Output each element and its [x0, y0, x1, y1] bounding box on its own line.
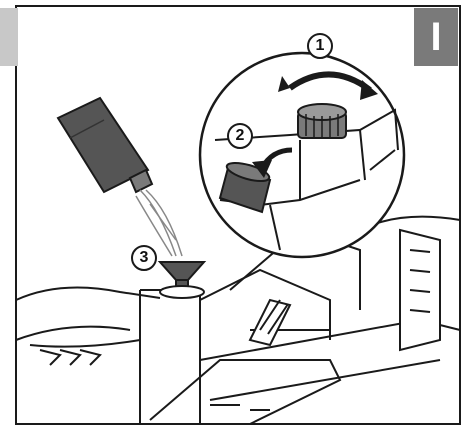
- step-3-label: 3: [139, 249, 149, 266]
- section-tab-label: I: [414, 8, 458, 66]
- fuel-cap-icon: [297, 103, 347, 139]
- step-2-circle: [227, 123, 253, 149]
- left-tab-strip: [0, 8, 18, 66]
- pouring-liquid: [135, 189, 183, 257]
- machine-body: [15, 168, 461, 425]
- figure-frame: [15, 5, 461, 425]
- step-1-label: 1: [315, 37, 325, 54]
- funnel-icon: [157, 261, 207, 299]
- removed-cap-icon: [218, 161, 272, 214]
- step-3-circle: [131, 245, 157, 271]
- rotate-arrow-icon: [278, 71, 378, 100]
- step-2-label: 2: [235, 127, 245, 144]
- remove-arrow-icon: [252, 147, 293, 178]
- oil-bottle-icon: [56, 96, 154, 194]
- step-1-circle: [307, 33, 333, 59]
